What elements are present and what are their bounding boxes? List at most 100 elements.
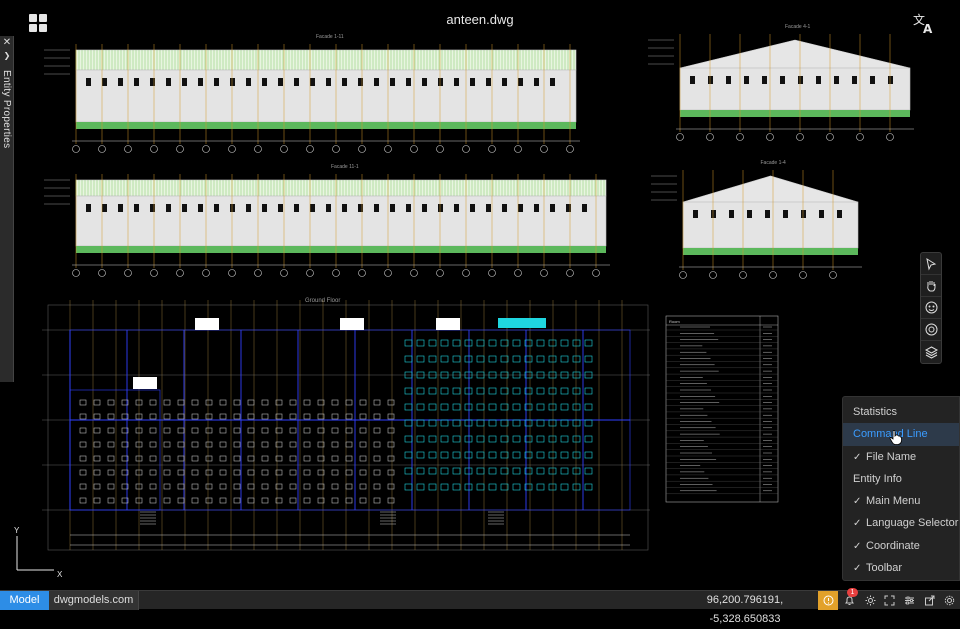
select-arrow-icon[interactable]: [921, 253, 941, 275]
plan-entrance: [133, 377, 157, 389]
plan-furniture: [177, 455, 185, 462]
elevation-3-gable: [682, 175, 859, 203]
plan-kitchen-equipment: [572, 419, 581, 427]
sun-icon[interactable]: [861, 591, 879, 610]
plan-entrance: [340, 318, 364, 330]
snap-icon[interactable]: [921, 297, 941, 319]
elevation-2-window: [310, 204, 315, 212]
plan-kitchen-equipment: [464, 371, 473, 379]
sliders-icon[interactable]: [900, 591, 918, 610]
main-menu-grid-icon[interactable]: [29, 14, 47, 32]
menu-item-toolbar[interactable]: ✓Toolbar: [843, 557, 959, 579]
menu-item-statistics[interactable]: Statistics: [853, 406, 898, 418]
elevation-0-grid-bubble: [150, 145, 158, 153]
elevation-2-window: [374, 204, 379, 212]
plan-furniture: [163, 427, 171, 434]
plan-furniture: [121, 469, 129, 476]
plan-furniture: [359, 399, 367, 406]
plan-kitchen-equipment: [488, 419, 497, 427]
check-icon: ✓: [853, 540, 862, 552]
plan-kitchen-equipment: [512, 371, 521, 379]
plan-furniture: [79, 427, 87, 434]
elevation-0-grid-bubble: [540, 145, 548, 153]
plan-kitchen-equipment: [548, 371, 557, 379]
warning-icon[interactable]: [818, 591, 838, 610]
elevation-2-window: [326, 204, 331, 212]
elevation-3-wall: [682, 201, 859, 249]
pan-hand-icon[interactable]: [921, 275, 941, 297]
plan-furniture: [219, 483, 227, 490]
elevation-3-window: [819, 210, 824, 218]
plan-kitchen-equipment: [440, 339, 449, 347]
plan-kitchen-equipment: [524, 339, 533, 347]
elevation-0-grid-bubble: [124, 145, 132, 153]
plan-kitchen-equipment: [428, 419, 437, 427]
elevation-2-window: [582, 204, 587, 212]
elevation-2-grid-bubble: [176, 269, 184, 277]
menu-item-file-name[interactable]: ✓File Name: [843, 446, 959, 468]
plan-kitchen-equipment: [500, 387, 509, 395]
plan-kitchen-equipment: [560, 339, 569, 347]
plan-furniture: [317, 399, 325, 406]
plan-kitchen-equipment: [584, 403, 593, 411]
chevron-right-icon[interactable]: ❯: [3, 51, 11, 60]
plan-kitchen-equipment: [548, 387, 557, 395]
menu-item-command-line[interactable]: Command Line: [843, 423, 959, 446]
plan-furniture: [387, 441, 395, 448]
entity-properties-label[interactable]: Entity Properties: [1, 70, 12, 149]
layers-icon[interactable]: [921, 341, 941, 363]
plan-kitchen-equipment: [584, 435, 593, 443]
elevation-2-window: [518, 204, 523, 212]
plan-furniture: [289, 483, 297, 490]
elevation-2-window: [454, 204, 459, 212]
menu-item-entity-info[interactable]: Entity Info: [853, 472, 902, 485]
plan-kitchen-equipment: [440, 403, 449, 411]
plan-kitchen-equipment: [488, 387, 497, 395]
menu-item-main-menu[interactable]: ✓Main Menu: [843, 490, 959, 512]
zoom-icon[interactable]: [921, 319, 941, 341]
plan-kitchen-equipment: [512, 355, 521, 363]
elevation-3-window: [783, 210, 788, 218]
plan-furniture: [373, 497, 381, 504]
elevation-1-grid-bubble: [796, 133, 804, 141]
elevation-0-window: [342, 78, 347, 86]
plan-furniture: [135, 455, 143, 462]
plan-furniture: [93, 399, 101, 406]
menu-item-language-selector[interactable]: ✓Language Selector: [843, 512, 959, 534]
plan-furniture: [331, 427, 339, 434]
gear-icon[interactable]: [940, 591, 958, 610]
bell-icon[interactable]: [840, 591, 858, 610]
plan-furniture: [275, 441, 283, 448]
plan-kitchen-equipment: [500, 355, 509, 363]
plan-kitchen-equipment: [536, 387, 545, 395]
plan-kitchen-equipment: [560, 467, 569, 475]
tab-layout[interactable]: dwgmodels.com: [49, 591, 139, 610]
plan-kitchen-equipment: [512, 419, 521, 427]
plan-kitchen-equipment: [452, 403, 461, 411]
elevation-2-window: [502, 204, 507, 212]
elevation-2-grid-bubble: [358, 269, 366, 277]
export-icon[interactable]: [920, 591, 938, 610]
language-selector-icon[interactable]: 文 A: [912, 11, 936, 36]
elevation-2-grid-bubble: [72, 269, 80, 277]
plan-kitchen-equipment: [500, 483, 509, 491]
plan-kitchen-equipment: [476, 467, 485, 475]
plan-kitchen-equipment: [584, 467, 593, 475]
plan-kitchen-equipment: [548, 435, 557, 443]
plan-furniture: [163, 497, 171, 504]
elevation-3-window: [711, 210, 716, 218]
close-icon[interactable]: ✕: [2, 37, 12, 48]
plan-furniture: [219, 399, 227, 406]
elevation-3-window: [747, 210, 752, 218]
plan-furniture: [345, 441, 353, 448]
plan-furniture: [233, 483, 241, 490]
plan-furniture: [191, 399, 199, 406]
plan-kitchen-equipment: [572, 355, 581, 363]
plan-furniture: [289, 413, 297, 420]
plan-kitchen-equipment: [500, 451, 509, 459]
plan-kitchen-equipment: [476, 371, 485, 379]
fullscreen-icon[interactable]: [880, 591, 898, 610]
tab-model[interactable]: Model: [0, 591, 49, 610]
menu-item-coordinate[interactable]: ✓Coordinate: [843, 535, 959, 557]
